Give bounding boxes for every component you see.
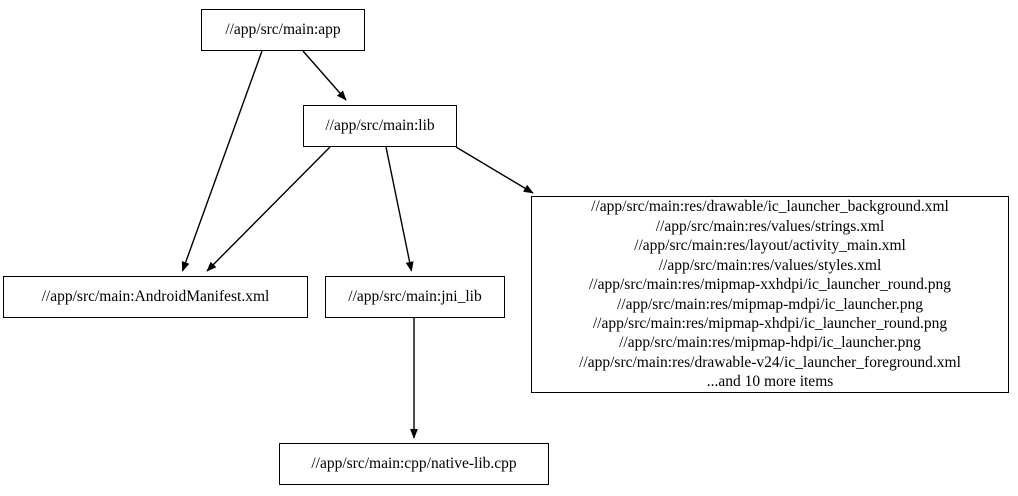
graph-node-app[interactable]: //app/src/main:app: [201, 9, 365, 51]
graph-node-resources-label: //app/src/main:res/drawable/ic_launcher_…: [579, 198, 961, 391]
graph-node-jni-lib-label: //app/src/main:jni_lib: [348, 288, 482, 306]
graph-node-native-lib-cpp[interactable]: //app/src/main:cpp/native-lib.cpp: [279, 443, 549, 485]
graph-node-lib[interactable]: //app/src/main:lib: [303, 105, 457, 147]
edge-app-to-lib: [302, 50, 347, 101]
graph-node-lib-label: //app/src/main:lib: [325, 117, 435, 135]
graph-node-jni-lib[interactable]: //app/src/main:jni_lib: [325, 276, 505, 318]
edge-lib-to-manifest: [206, 146, 331, 272]
edge-lib-to-resources: [455, 146, 534, 194]
graph-node-app-label: //app/src/main:app: [225, 21, 341, 39]
graph-node-android-manifest-label: //app/src/main:AndroidManifest.xml: [41, 288, 270, 306]
edge-app-to-manifest: [181, 50, 263, 272]
graph-node-native-lib-cpp-label: //app/src/main:cpp/native-lib.cpp: [311, 455, 517, 473]
graph-node-resources[interactable]: //app/src/main:res/drawable/ic_launcher_…: [531, 196, 1009, 393]
edge-lib-to-jni-lib: [385, 146, 414, 272]
graph-node-android-manifest[interactable]: //app/src/main:AndroidManifest.xml: [3, 276, 308, 318]
